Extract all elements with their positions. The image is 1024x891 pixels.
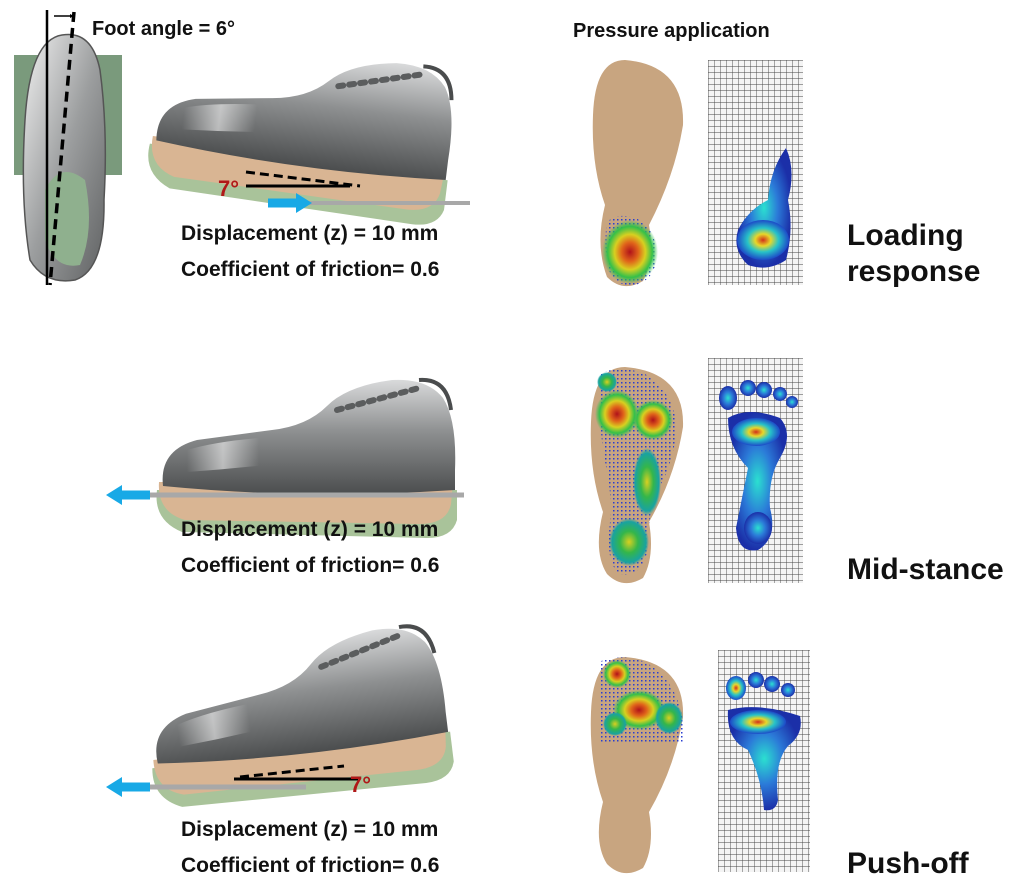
sole-angle-dashed-line	[239, 764, 345, 779]
displacement-text: Displacement (z) = 10 mm	[181, 518, 439, 541]
friction-text: Coefficient of friction= 0.6	[181, 258, 440, 281]
shoe-opening	[45, 172, 89, 266]
tilt-angle-label: 7°	[218, 176, 240, 201]
phase-label-pushoff: Push-off	[847, 847, 969, 880]
friction-text: Coefficient of friction= 0.6	[181, 854, 440, 877]
sole-angle-dashed-line	[245, 170, 361, 188]
displacement-text: Displacement (z) = 10 mm	[181, 222, 439, 245]
shoe-push-off	[100, 640, 480, 810]
foot-scan-midstance	[708, 358, 803, 583]
shoe-mid-stance	[100, 340, 480, 520]
phase-label-loading-line1: Loading	[847, 219, 964, 252]
foot-scan-loading	[708, 60, 803, 285]
foot-angle-diagram	[0, 0, 150, 290]
insole-pressure-pushoff	[585, 652, 695, 882]
phase-label-midstance: Mid-stance	[847, 553, 1004, 586]
foot-scan-pushoff	[718, 650, 810, 872]
tilt-angle-label: 7°	[350, 772, 372, 797]
phase-label-loading-line2: response	[847, 255, 981, 288]
foot-axis-dashed-line	[48, 11, 76, 286]
insole-pressure-midstance	[585, 362, 695, 592]
pressure-application-header: Pressure application	[573, 20, 770, 42]
displacement-text: Displacement (z) = 10 mm	[181, 818, 439, 841]
shoe-loading-response	[150, 40, 480, 220]
insole-pressure-loading	[585, 55, 695, 295]
friction-text: Coefficient of friction= 0.6	[181, 554, 440, 577]
foot-angle-label: Foot angle = 6°	[92, 18, 236, 40]
